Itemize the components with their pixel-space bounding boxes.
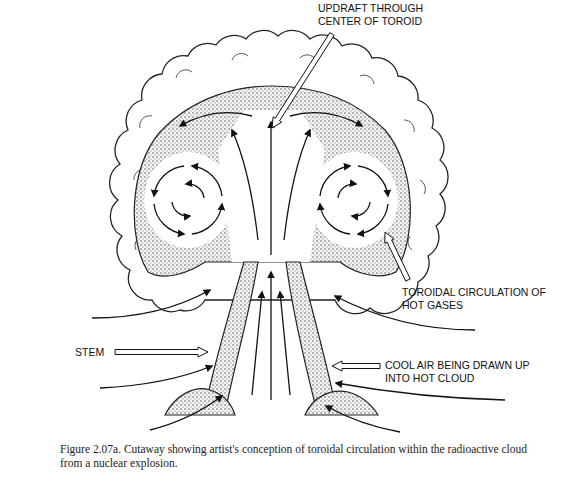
swirl-arrow [352, 202, 370, 216]
stem-column [286, 262, 336, 408]
updraft-arrow [270, 122, 271, 255]
cloud-texture-arc [408, 236, 412, 250]
cloud-texture-arc [420, 180, 425, 194]
cool-air-arrow [100, 366, 212, 388]
hollow-leader-arrow [385, 232, 410, 281]
swirl-arrow [154, 166, 184, 196]
cloud-texture-arc [404, 120, 414, 132]
stem-column [205, 262, 258, 408]
stem-updraft-arrow [270, 272, 271, 400]
toroid-left-lobe [144, 152, 232, 248]
cloud-texture-arc [360, 75, 374, 84]
stem-updraft-arrow [252, 292, 262, 395]
swirl-arrow [358, 204, 388, 234]
swirl-arrow [338, 184, 356, 198]
cool-air-arrow [336, 383, 505, 400]
hollow-leader-arrow [115, 347, 208, 357]
cloud-texture-arc [140, 116, 152, 128]
swirl-arrow [320, 166, 350, 196]
swirl-arrow [172, 202, 190, 216]
figure-caption: Figure 2.07a. Cutaway showing artist's c… [60, 442, 535, 470]
updraft-arrow [180, 113, 252, 126]
hollow-leader-arrow [272, 33, 334, 128]
cool-air-arrow [326, 406, 400, 432]
stem-updraft-arrow [280, 292, 290, 395]
cloud-cap-outline [110, 30, 448, 313]
circulation-arrows [154, 113, 388, 255]
swirl-arrow [154, 204, 184, 234]
swirl-arrow [192, 204, 222, 234]
stem [165, 262, 378, 415]
swirl-arrow [320, 204, 350, 234]
updraft-arrow [232, 130, 258, 240]
updraft-arrow [284, 130, 310, 240]
cool-air-label: COOL AIR BEING DRAWN UP INTO HOT CLOUD [385, 359, 535, 385]
cool-air-arrow [92, 290, 210, 318]
updraft-label: UPDRAFT THROUGH CENTER OF TOROID [318, 2, 433, 28]
stippled-dome [134, 86, 410, 276]
updraft-arrow [290, 113, 362, 126]
cool-air-arrow [150, 396, 222, 430]
hollow-leader-arrow [332, 361, 380, 371]
toroid-label: TOROIDAL CIRCULATION OF HOT GASES [402, 286, 552, 312]
swirl-arrow [358, 166, 388, 196]
cloud-texture-arc [232, 53, 248, 60]
cloud-texture-arc [176, 70, 192, 78]
swirl-arrow [192, 166, 222, 196]
stem-label: STEM [75, 346, 115, 359]
toroid-interior [144, 110, 398, 262]
stem-base-debris [305, 391, 378, 415]
updraft-channel [218, 110, 325, 262]
leader-arrows [115, 33, 410, 371]
swirl-arrow [186, 184, 204, 198]
